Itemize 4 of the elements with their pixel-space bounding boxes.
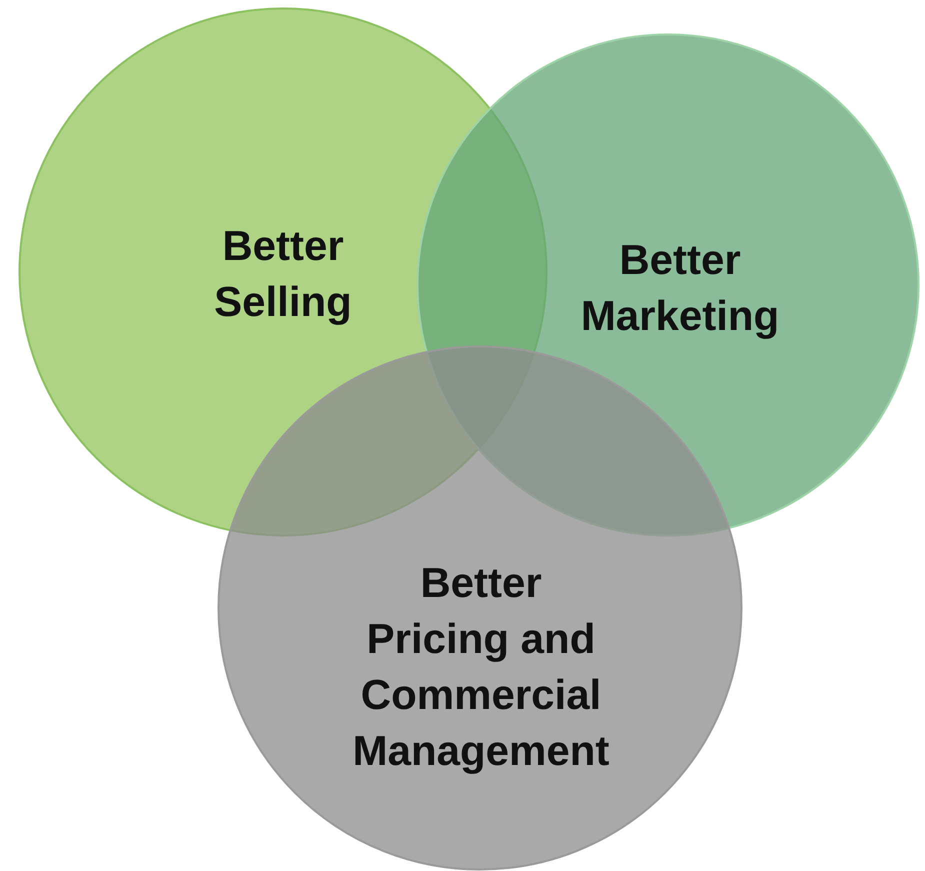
circle-label: Better Pricing and Commercial Management — [352, 558, 610, 776]
circle-label: Better Selling — [213, 221, 353, 327]
circle-label: Better Marketing — [580, 235, 780, 341]
venn-circle — [217, 345, 743, 871]
